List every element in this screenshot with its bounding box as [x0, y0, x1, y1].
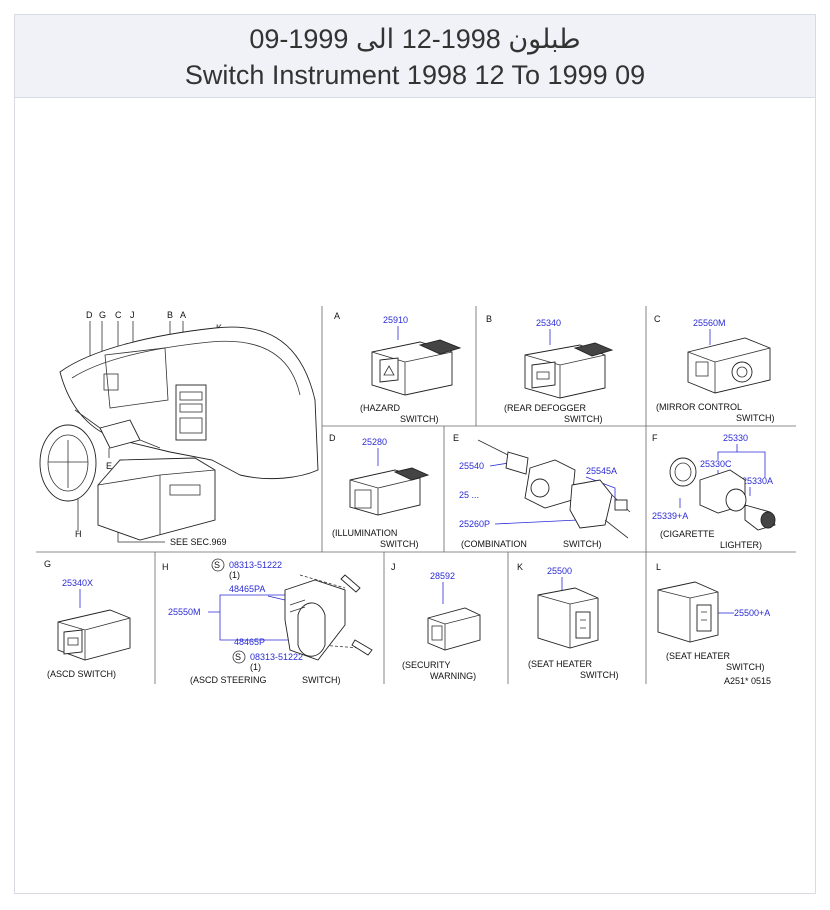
part-number-25340: 25340	[536, 318, 561, 328]
overview-letter-e: E	[106, 461, 112, 471]
qty-1: (1)	[229, 570, 240, 580]
part-number-25560m: 25560M	[693, 318, 726, 328]
panel-letter: L	[656, 562, 661, 572]
part-number-25545a: 25545A	[586, 466, 617, 476]
caption-line-1: (REAR DEFOGGER	[504, 403, 587, 413]
overview-letter-c: C	[115, 310, 122, 320]
caption-line-1: (HAZARD	[360, 403, 400, 413]
s-mark: S	[214, 560, 220, 570]
overview-letter-h: H	[75, 529, 82, 539]
panel-letter: C	[654, 314, 661, 324]
caption-line-2: SWITCH)	[564, 414, 603, 424]
panel-letter: H	[162, 562, 169, 572]
screw-part-2: 08313-51222	[250, 652, 303, 662]
overview-letter-j: J	[130, 310, 135, 320]
panel-d-illumination-switch: D 25280 (ILLUMINATION SWITCH)	[329, 433, 430, 549]
caption-line-2: SWITCH)	[580, 670, 619, 680]
s-mark-icon	[211, 558, 225, 572]
caption-line-1: (ILLUMINATION	[332, 528, 397, 538]
panel-g-ascd-switch: G 25340X (ASCD SWITCH)	[44, 559, 131, 679]
panel-letter: G	[44, 559, 51, 569]
panel-c-mirror-control-switch: C 25560M (MIRROR CONTROL SWITCH)	[654, 314, 775, 423]
caption-line-2: LIGHTER)	[720, 540, 762, 550]
panel-a-hazard-switch: A 25910 (HAZARD SWITCH)	[334, 311, 462, 424]
panel-letter: F	[652, 433, 658, 443]
caption-line-2: SWITCH)	[726, 662, 765, 672]
caption-line-1: (SEAT HEATER	[666, 651, 731, 661]
panel-h-ascd-steering-switch: H S 08313-51222 (1) 48465PA 25550M 48465…	[162, 558, 373, 685]
diagram-code: A251* 0515	[724, 676, 771, 686]
part-number-25330c: 25330C	[700, 459, 732, 469]
caption-line-1: (CIGARETTE	[660, 529, 715, 539]
caption-line-1: (MIRROR CONTROL	[656, 402, 742, 412]
panel-e-combination-switch: E 25540 25545A 25 ... 25260P (COMBINATIO…	[453, 433, 631, 549]
title-arabic: طبلون 1998-12 الى 1999-09	[249, 24, 581, 54]
overview-letter-g: G	[99, 310, 106, 320]
part-number-48465pa: 48465PA	[229, 584, 265, 594]
part-number-25330a: 25330A	[742, 476, 773, 486]
part-number-25540: 25540	[459, 461, 484, 471]
part-number-25280: 25280	[362, 437, 387, 447]
panel-b-rear-defogger-switch: B 25340 (REAR DEFOGGER SWITCH)	[486, 314, 614, 424]
caption-line-2: WARNING)	[430, 671, 476, 681]
part-number-25339a: 25339+A	[652, 511, 688, 521]
caption-line-2: SWITCH)	[302, 675, 341, 685]
panel-letter: J	[391, 562, 396, 572]
part-number-25910: 25910	[383, 315, 408, 325]
overview-letter-a: A	[180, 310, 186, 320]
panel-letter: E	[453, 433, 459, 443]
s-mark-icon	[232, 650, 246, 664]
dashboard-overview: D G C J B A K L F E H SEE SEC.969	[39, 310, 319, 547]
panel-letter: A	[334, 311, 340, 321]
caption-line-2: SWITCH)	[380, 539, 419, 549]
panel-j-security-warning: J 28592 (SECURITY WARNING)	[391, 562, 481, 681]
page-header: طبلون 1998-12 الى 1999-09 Switch Instrum…	[15, 15, 815, 98]
caption: (ASCD SWITCH)	[47, 669, 116, 679]
panel-letter: D	[329, 433, 336, 443]
caption-line-2: SWITCH)	[563, 539, 602, 549]
part-number-25550m: 25550M	[168, 607, 201, 617]
caption-line-1: (SEAT HEATER	[528, 659, 593, 669]
screw-part-1: 08313-51222	[229, 560, 282, 570]
part-number-25260p: 25260P	[459, 519, 490, 529]
part-number-25500a: 25500+A	[734, 608, 770, 618]
overview-letter-d: D	[86, 310, 93, 320]
caption-line-2: SWITCH)	[736, 413, 775, 423]
caption-line-1: (SECURITY	[402, 660, 451, 670]
part-number-25330: 25330	[723, 433, 748, 443]
caption-line-2: SWITCH)	[400, 414, 439, 424]
caption-line-1: (ASCD STEERING	[190, 675, 267, 685]
title-english: Switch Instrument 1998 12 To 1999 09	[184, 60, 646, 90]
part-number-25500: 25500	[547, 566, 572, 576]
panel-l-seat-heater-switch: L 25500+A (SEAT HEATER SWITCH) A251* 051…	[656, 562, 771, 686]
part-number-25340x: 25340X	[62, 578, 93, 588]
panel-letter: B	[486, 314, 492, 324]
panel-letter: K	[517, 562, 523, 572]
s-mark-2: S	[235, 652, 241, 662]
overview-letter-b: B	[167, 310, 173, 320]
overview-note: SEE SEC.969	[170, 537, 227, 547]
panel-k-seat-heater-switch: K 25500 (SEAT HEATER SWITCH)	[517, 562, 619, 680]
panel-f-cigarette-lighter: F 25330 25330C 25330A 25339+A (CIGARETTE…	[652, 433, 776, 550]
diagram-frame: طبلون 1998-12 الى 1999-09 Switch Instrum…	[14, 14, 816, 894]
part-number-48465p: 48465P	[234, 637, 265, 647]
qty-2: (1)	[250, 662, 261, 672]
part-number-28592: 28592	[430, 571, 455, 581]
caption-line-1: (COMBINATION	[461, 539, 527, 549]
part-number-partial: 25 ...	[459, 490, 479, 500]
